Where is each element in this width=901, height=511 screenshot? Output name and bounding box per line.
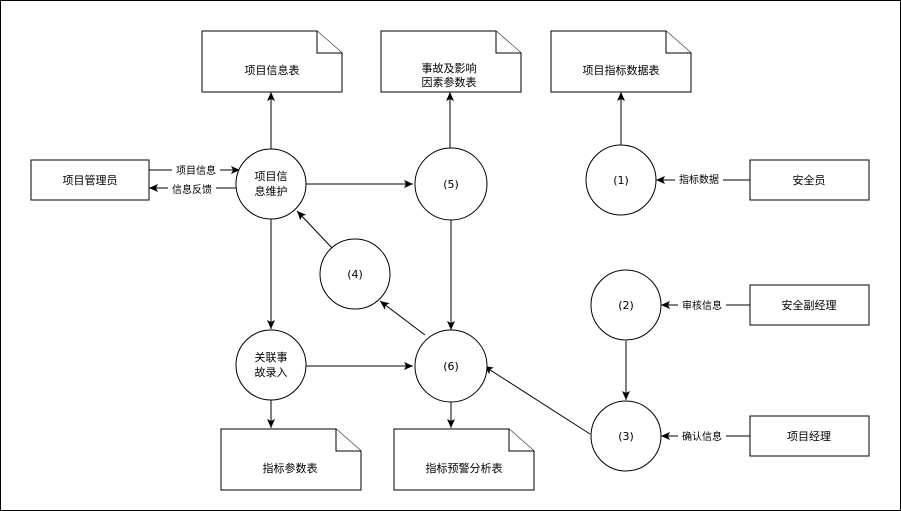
process-label-line-2: 故录入 [255,365,288,379]
edge-label-project-info: 项目信息 [176,164,216,177]
process-label: (2) [618,299,634,312]
process-circle [235,148,307,220]
store-label-line-1: 事故及影响 [422,61,477,75]
edge-label-confirm-info: 确认信息 [682,430,722,443]
process-circle [235,329,307,401]
store-label-line-2: 因素参数表 [422,75,477,89]
edge-process-4-to-maintain [296,210,333,249]
process-circle [585,144,657,216]
store-label: 项目信息表 [245,63,300,77]
store-indicator-param-table[interactable]: 指标参数表 [220,428,362,491]
edge-label-bg [678,298,726,312]
store-indicator-warning-table[interactable]: 指标预警分析表 [393,428,535,491]
process-label-line-1: 项目信 [255,170,288,183]
process-label: (3) [618,430,634,443]
edge-label-review-info: 审核信息 [682,299,722,312]
entity-label: 项目管理员 [63,173,118,187]
process-circle [590,400,662,472]
document-fold [665,31,691,54]
document-fold [335,429,361,452]
entity-project-manager[interactable]: 项目经理 [749,415,870,457]
document-shape [380,30,522,93]
process-circle [319,238,391,310]
process-2[interactable]: (2) [590,269,662,341]
process-project-info-maintain[interactable]: 项目信 息维护 [235,148,307,220]
process-circle [414,329,488,403]
process-4[interactable]: (4) [319,238,391,310]
document-shape [550,30,692,93]
edge-label-indicator-data: 指标数据 [679,173,719,186]
entity-box [30,159,150,201]
edge-process-3-to-process-6 [483,365,591,435]
process-circle [414,147,488,221]
edge-process-6-to-process-4 [379,300,426,336]
store-label: 指标预警分析表 [426,461,503,475]
store-project-info-table[interactable]: 项目信息表 [201,30,343,93]
edges [149,92,750,440]
edge-labels: 项目信息 信息反馈 指标数据 审核信息 确认信息 [168,163,726,443]
process-label-line-2: 息维护 [255,184,288,198]
process-label: (5) [443,178,459,191]
edge-label-info-feedback: 信息反馈 [172,183,212,196]
entity-deputy-safety-manager[interactable]: 安全副经理 [749,284,870,326]
process-3[interactable]: (3) [590,400,662,472]
edge-label-bg [168,182,216,196]
process-label-line-1: 关联事 [255,350,288,364]
entity-project-admin[interactable]: 项目管理员 [30,159,150,201]
process-label: (6) [443,360,459,373]
process-label: (4) [347,268,363,281]
entity-label: 安全副经理 [782,298,837,312]
document-shape [220,428,362,491]
process-related-accident-entry[interactable]: 关联事 故录入 [235,329,307,401]
edge-label-bg [675,172,723,186]
document-fold [316,31,342,54]
store-accident-factor-table[interactable]: 事故及影响 因素参数表 [380,30,522,93]
process-5[interactable]: (5) [414,147,488,221]
store-project-indicator-table[interactable]: 项目指标数据表 [550,30,692,93]
process-1[interactable]: (1) [585,144,657,216]
entity-label: 项目经理 [787,430,831,443]
store-label: 项目指标数据表 [583,63,660,77]
document-shape [201,30,343,93]
edge-label-bg [172,163,220,177]
edge-label-bg [678,429,726,443]
document-fold [508,429,534,452]
entity-box [749,159,870,201]
store-label: 指标参数表 [263,461,318,475]
entity-label: 安全员 [793,173,826,187]
process-6[interactable]: (6) [414,329,488,403]
entity-safety-officer[interactable]: 安全员 [749,159,870,201]
entity-box [749,415,870,457]
process-circle [590,269,662,341]
document-shape [393,428,535,491]
document-fold [495,31,521,54]
entity-box [749,284,870,326]
process-label: (1) [613,174,629,187]
